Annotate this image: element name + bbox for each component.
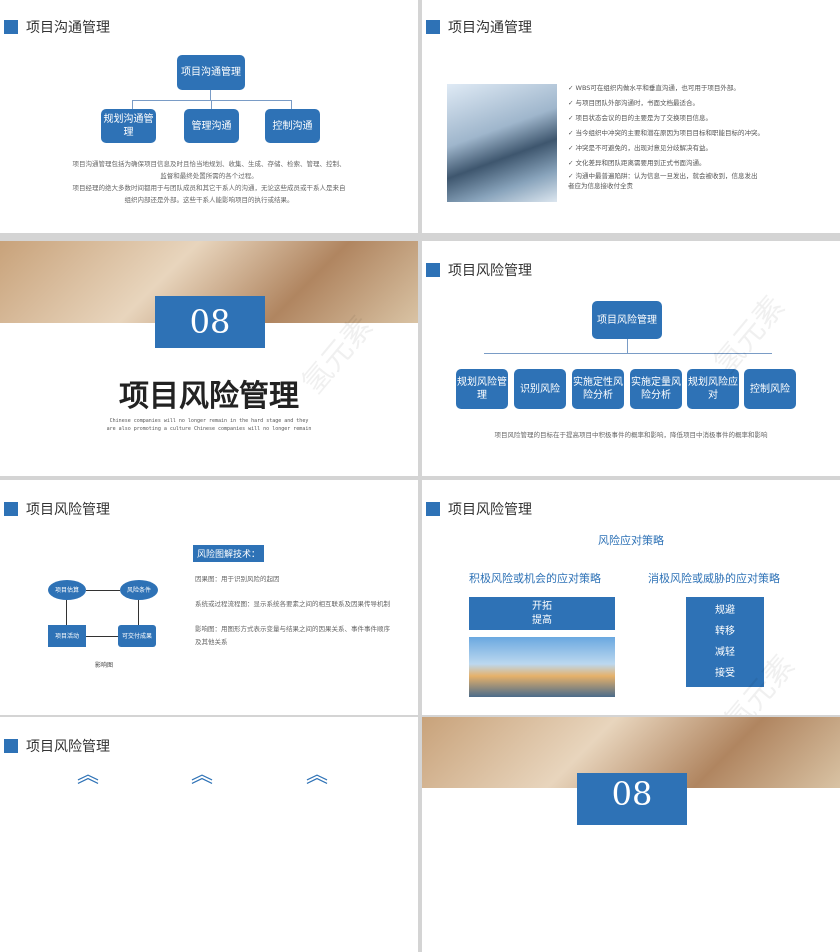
building-photo (447, 84, 557, 202)
chevron-up-icon: ︽ (77, 763, 100, 788)
negative-title: 消极风险或威胁的应对策略 (648, 572, 780, 585)
slide-header: 项目风险管理 (426, 499, 532, 519)
city-photo (469, 637, 615, 697)
node-risk-condition: 风险条件 (120, 580, 158, 600)
tree-child: 控制沟通 (265, 109, 320, 143)
section-number: 08 (577, 773, 687, 825)
description: 项目沟通管理包括为确保项目信息及时且恰当地规划、收集、生成、存储、检索、管理、控… (72, 160, 346, 204)
slide-title: 项目沟通管理 (26, 20, 110, 36)
watermark: 氢元素 (707, 289, 793, 381)
slide-title: 项目风险管理 (26, 502, 110, 518)
technique-list: 因果图：用于识别风险的起因 系统或过程流程图：显示系统各要素之间的相互联系及因果… (195, 575, 390, 646)
slide-title: 项目沟通管理 (448, 20, 532, 36)
slide-risk-tree[interactable]: 项目风险管理 项目风险管理 规划风险管理 识别风险 实施定性风险分析 实施定量风… (422, 241, 840, 476)
slide-risk-diagram[interactable]: 项目风险管理 项目估算 风险条件 项目活动 可交付成果 影响图 风险图解技术： … (0, 480, 418, 715)
node-deliverable: 可交付成果 (118, 625, 156, 647)
chevron-up-icon: ︽ (306, 763, 329, 788)
slide-header: 项目风险管理 (4, 499, 110, 519)
slide-risk-partial[interactable]: 项目风险管理 ︽ ︽ ︽ (0, 717, 418, 952)
title-marker (4, 20, 18, 34)
tree-child: 识别风险 (514, 369, 566, 409)
tree-child: 规划沟通管理 (101, 109, 156, 143)
slide-header: 项目风险管理 (4, 736, 110, 756)
slide-section-cover-partial[interactable]: 08 (422, 717, 840, 952)
tree-root: 项目风险管理 (592, 301, 662, 339)
section-title: 项目风险管理 (119, 379, 299, 414)
tree-root: 项目沟通管理 (177, 55, 245, 90)
slide-title: 项目风险管理 (26, 739, 110, 755)
slide-communication-tree[interactable]: 项目沟通管理 项目沟通管理 规划沟通管理 管理沟通 控制沟通 项目沟通管理包括为… (0, 0, 418, 233)
node-activity: 项目活动 (48, 625, 86, 647)
positive-title: 积极风险或机会的应对策略 (469, 572, 601, 585)
slide-header: 项目沟通管理 (4, 17, 110, 37)
strategy-title: 风险应对策略 (598, 534, 664, 547)
slide-section-cover[interactable]: 08 项目风险管理 Chinese companies will no long… (0, 241, 418, 476)
tree-child: 规划风险应对 (687, 369, 739, 409)
node-estimate: 项目估算 (48, 580, 86, 600)
slide-title: 项目风险管理 (448, 263, 532, 279)
tree-child: 实施定性风险分析 (572, 369, 624, 409)
technique-heading: 风险图解技术： (193, 545, 265, 562)
slide-risk-strategy[interactable]: 项目风险管理 风险应对策略 积极风险或机会的应对策略 消极风险或威胁的应对策略 … (422, 480, 840, 715)
slide-title: 项目风险管理 (448, 502, 532, 518)
negative-strategies: 规避转移减轻接受 (686, 597, 764, 687)
section-subtitle: Chinese companies will no longer remain … (106, 418, 312, 432)
checklist: ✓ WBS可在组织内做水平和垂直沟通，也可用于项目外部。 ✓ 与项目团队外部沟通… (568, 84, 765, 190)
tree-child: 控制风险 (744, 369, 796, 409)
description: 项目风险管理的目标在于提高项目中积极事件的概率和影响，降低项目中消极事件的概率和… (494, 431, 768, 439)
positive-strategies: 开拓提高 (469, 597, 615, 630)
slide-header: 项目沟通管理 (426, 17, 532, 37)
tree-child: 规划风险管理 (456, 369, 508, 409)
tree-child: 管理沟通 (184, 109, 239, 143)
slide-communication-notes[interactable]: 项目沟通管理 ✓ WBS可在组织内做水平和垂直沟通，也可用于项目外部。 ✓ 与项… (422, 0, 840, 233)
slide-header: 项目风险管理 (426, 260, 532, 280)
tree-child: 实施定量风险分析 (630, 369, 682, 409)
chevron-up-icon: ︽ (191, 763, 214, 788)
diagram-caption: 影响图 (95, 662, 114, 669)
section-number: 08 (155, 296, 265, 348)
